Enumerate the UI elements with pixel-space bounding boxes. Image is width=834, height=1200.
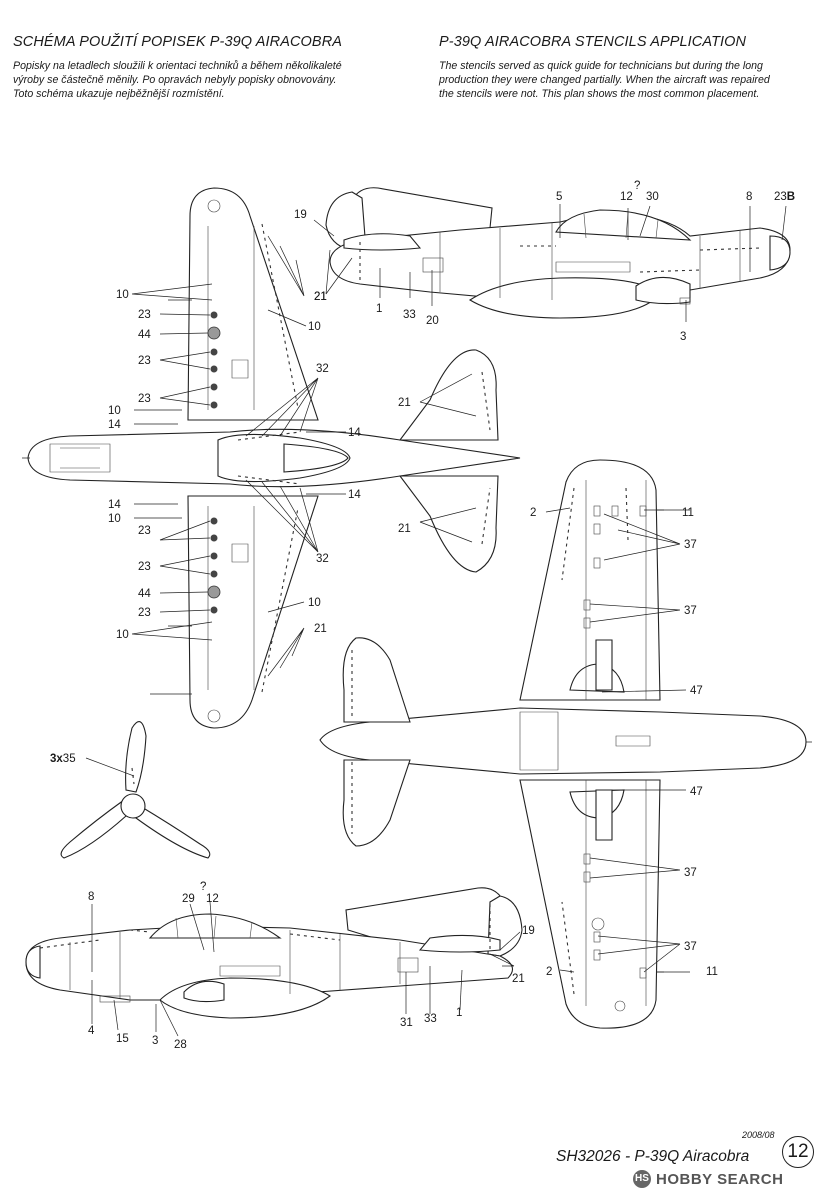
header-english: P-39Q AIRACOBRA STENCILS APPLICATION The… [439,34,819,101]
callout-label: 10 [308,597,321,609]
header-czech-line: Toto schéma ukazuje nejběžnější rozmístě… [13,88,225,100]
callout-label: 10 [116,289,129,301]
callout-label: 10 [116,629,129,641]
callout-label: 21 [398,397,411,409]
callout-label: 8 [746,191,752,203]
callout-label: 15 [116,1033,129,1045]
callout-label: 31 [400,1017,413,1029]
callout-label: 19 [522,925,535,937]
callout-label: 47 [690,685,703,697]
callout-label: 37 [684,867,697,879]
callout-label: 35 [63,753,76,765]
callout-label: 23 [138,393,151,405]
callout-label: 5 [556,191,562,203]
header-english-line: production they were changed partially. … [439,74,770,86]
callout-label: 44 [138,329,151,341]
page-number: 12 [782,1136,814,1168]
callout-label: 10 [308,321,321,333]
callout-label: 23B [774,191,795,203]
callout-label: 44 [138,588,151,600]
callout-label: 21 [512,973,525,985]
side-view-left [325,187,791,319]
callout-labels: 19 21 1 33 20 5 ? 12 30 8 23B 3 10 23 44… [50,180,795,1051]
plan-view-top [22,187,521,729]
callout-label: 29 [182,893,195,905]
callout-label: 10 [108,513,121,525]
callout-label: 20 [426,315,439,327]
leader-lines [85,204,787,1037]
callout-label: 32 [316,553,329,565]
callout-label: 37 [684,539,697,551]
callout-label: 23 [138,355,151,367]
callout-label: 21 [398,523,411,535]
callout-label: 23 [138,561,151,573]
callout-label: 4 [88,1025,95,1037]
callout-label: 10 [108,405,121,417]
callout-label: 1 [456,1007,462,1019]
header-english-line: The stencils served as quick guide for t… [439,60,763,72]
header-czech-line: výroby se částečně měnily. Po opravách n… [13,74,337,86]
callout-label: 11 [706,966,718,978]
callout-label: 14 [348,427,361,439]
header-english-title: P-39Q AIRACOBRA STENCILS APPLICATION [439,34,747,50]
callout-label: 23 [138,525,151,537]
callout-label: 14 [348,489,361,501]
callout-label: B [787,191,795,203]
hobby-search-logo-icon: HS [633,1170,651,1188]
callout-label: ? [634,180,640,192]
callout-label: 21 [314,623,327,635]
callout-label: 33 [403,309,416,321]
callout-label: ? [200,881,206,893]
callout-label: 23 [138,309,151,321]
callout-label: 14 [108,419,121,431]
callout-label: 23 [138,607,151,619]
callout-label: 1 [376,303,382,315]
header-english-line: the stencils were not. This plan shows t… [439,88,760,100]
footer-date: 2008/08 [742,1130,775,1140]
callout-label: 28 [174,1039,187,1051]
callout-label: 12 [620,191,633,203]
header-english-body: The stencils served as quick guide for t… [439,59,819,101]
callout-label: 3x [50,753,63,765]
side-view-right [25,887,523,1019]
callout-label: 2 [546,966,552,978]
callout-label: 8 [88,891,94,903]
callout-label: 37 [684,605,697,617]
header-czech: SCHÉMA POUŽITÍ POPISEK P-39Q AIRACOBRA P… [13,34,393,101]
callout-label: 37 [684,941,697,953]
footer-title: SH32026 - P-39Q Airacobra [556,1148,750,1165]
callout-label: 21 [314,291,327,303]
propeller-view [60,721,211,859]
callout-label: 19 [294,209,307,221]
callout-label: 30 [646,191,659,203]
callout-label: 12 [206,893,219,905]
callout-label: 23 [774,191,787,203]
callout-label: 21 [314,291,327,303]
callout-label: 2 [530,507,536,519]
callout-label: 32 [316,363,329,375]
callout-label: 3x35 [50,753,76,765]
header-czech-line: Popisky na letadlech sloužili k orientac… [13,60,342,72]
callout-label: 3 [152,1035,158,1047]
callout-label: 47 [690,786,703,798]
callout-label: 3 [680,331,686,343]
header-czech-body: Popisky na letadlech sloužili k orientac… [13,59,393,101]
header-czech-title: SCHÉMA POUŽITÍ POPISEK P-39Q AIRACOBRA [13,34,343,50]
callout-label: 14 [108,499,121,511]
watermark: HOBBY SEARCH [656,1171,784,1188]
callout-label: 11 [682,507,694,519]
callout-label: 33 [424,1013,437,1025]
